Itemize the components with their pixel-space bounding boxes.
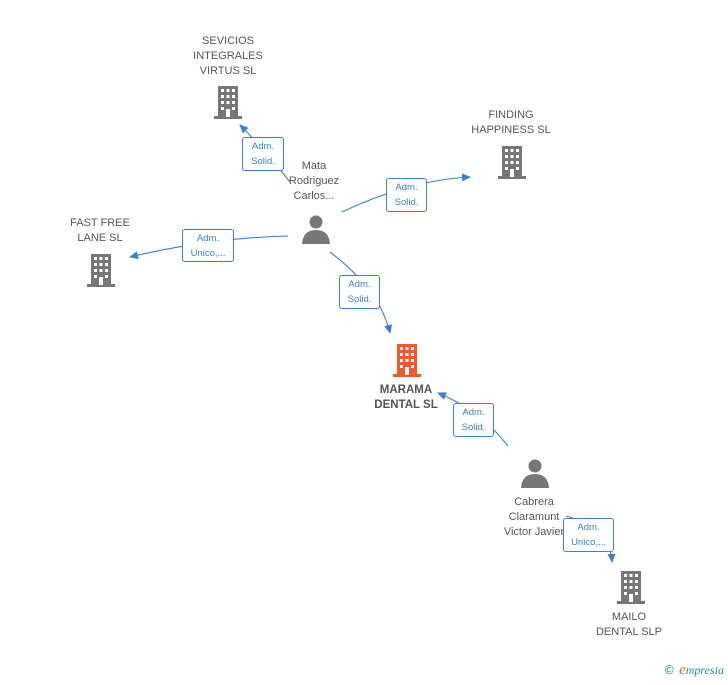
edge-label-mata-fastfree: Adm. Unico,... <box>182 229 234 262</box>
company-label-fastfree[interactable]: FAST FREE LANE SL <box>70 217 130 244</box>
main-building-icon <box>393 344 421 377</box>
building-icon <box>498 146 526 179</box>
main-company-label[interactable]: MARAMA DENTAL SL <box>374 384 438 411</box>
person-icon <box>302 215 330 244</box>
company-label-servicios[interactable]: SEVICIOS INTEGRALES VIRTUS SL <box>193 35 263 77</box>
person-label-mata[interactable]: Mata Rodriguez Carlos... <box>288 160 340 202</box>
company-label-finding[interactable]: FINDING HAPPINESS SL <box>471 109 551 136</box>
brand-initial: e <box>679 662 686 678</box>
person-icon <box>521 459 549 488</box>
building-icon <box>214 86 242 119</box>
edge-label-mata-finding: Adm. Solid. <box>386 178 427 212</box>
building-icon <box>617 571 645 604</box>
copyright-icon: © <box>663 663 676 677</box>
edge-label-cabrera-marama: Adm. Solid. <box>453 403 494 437</box>
empresia-brand: ©empresia <box>663 662 724 679</box>
edge-label-cabrera-mailo: Adm. Unico,... <box>563 518 614 552</box>
edge-label-mata-servicios: Adm. Solid. <box>242 137 284 171</box>
person-label-cabrera[interactable]: Cabrera Claramunt Victor Javier <box>503 496 565 538</box>
brand-name: mpresia <box>685 663 724 677</box>
company-label-mailo[interactable]: MAILO DENTAL SLP <box>595 611 663 638</box>
edge-label-mata-marama: Adm. Solid. <box>339 275 380 309</box>
building-icon <box>87 254 115 287</box>
